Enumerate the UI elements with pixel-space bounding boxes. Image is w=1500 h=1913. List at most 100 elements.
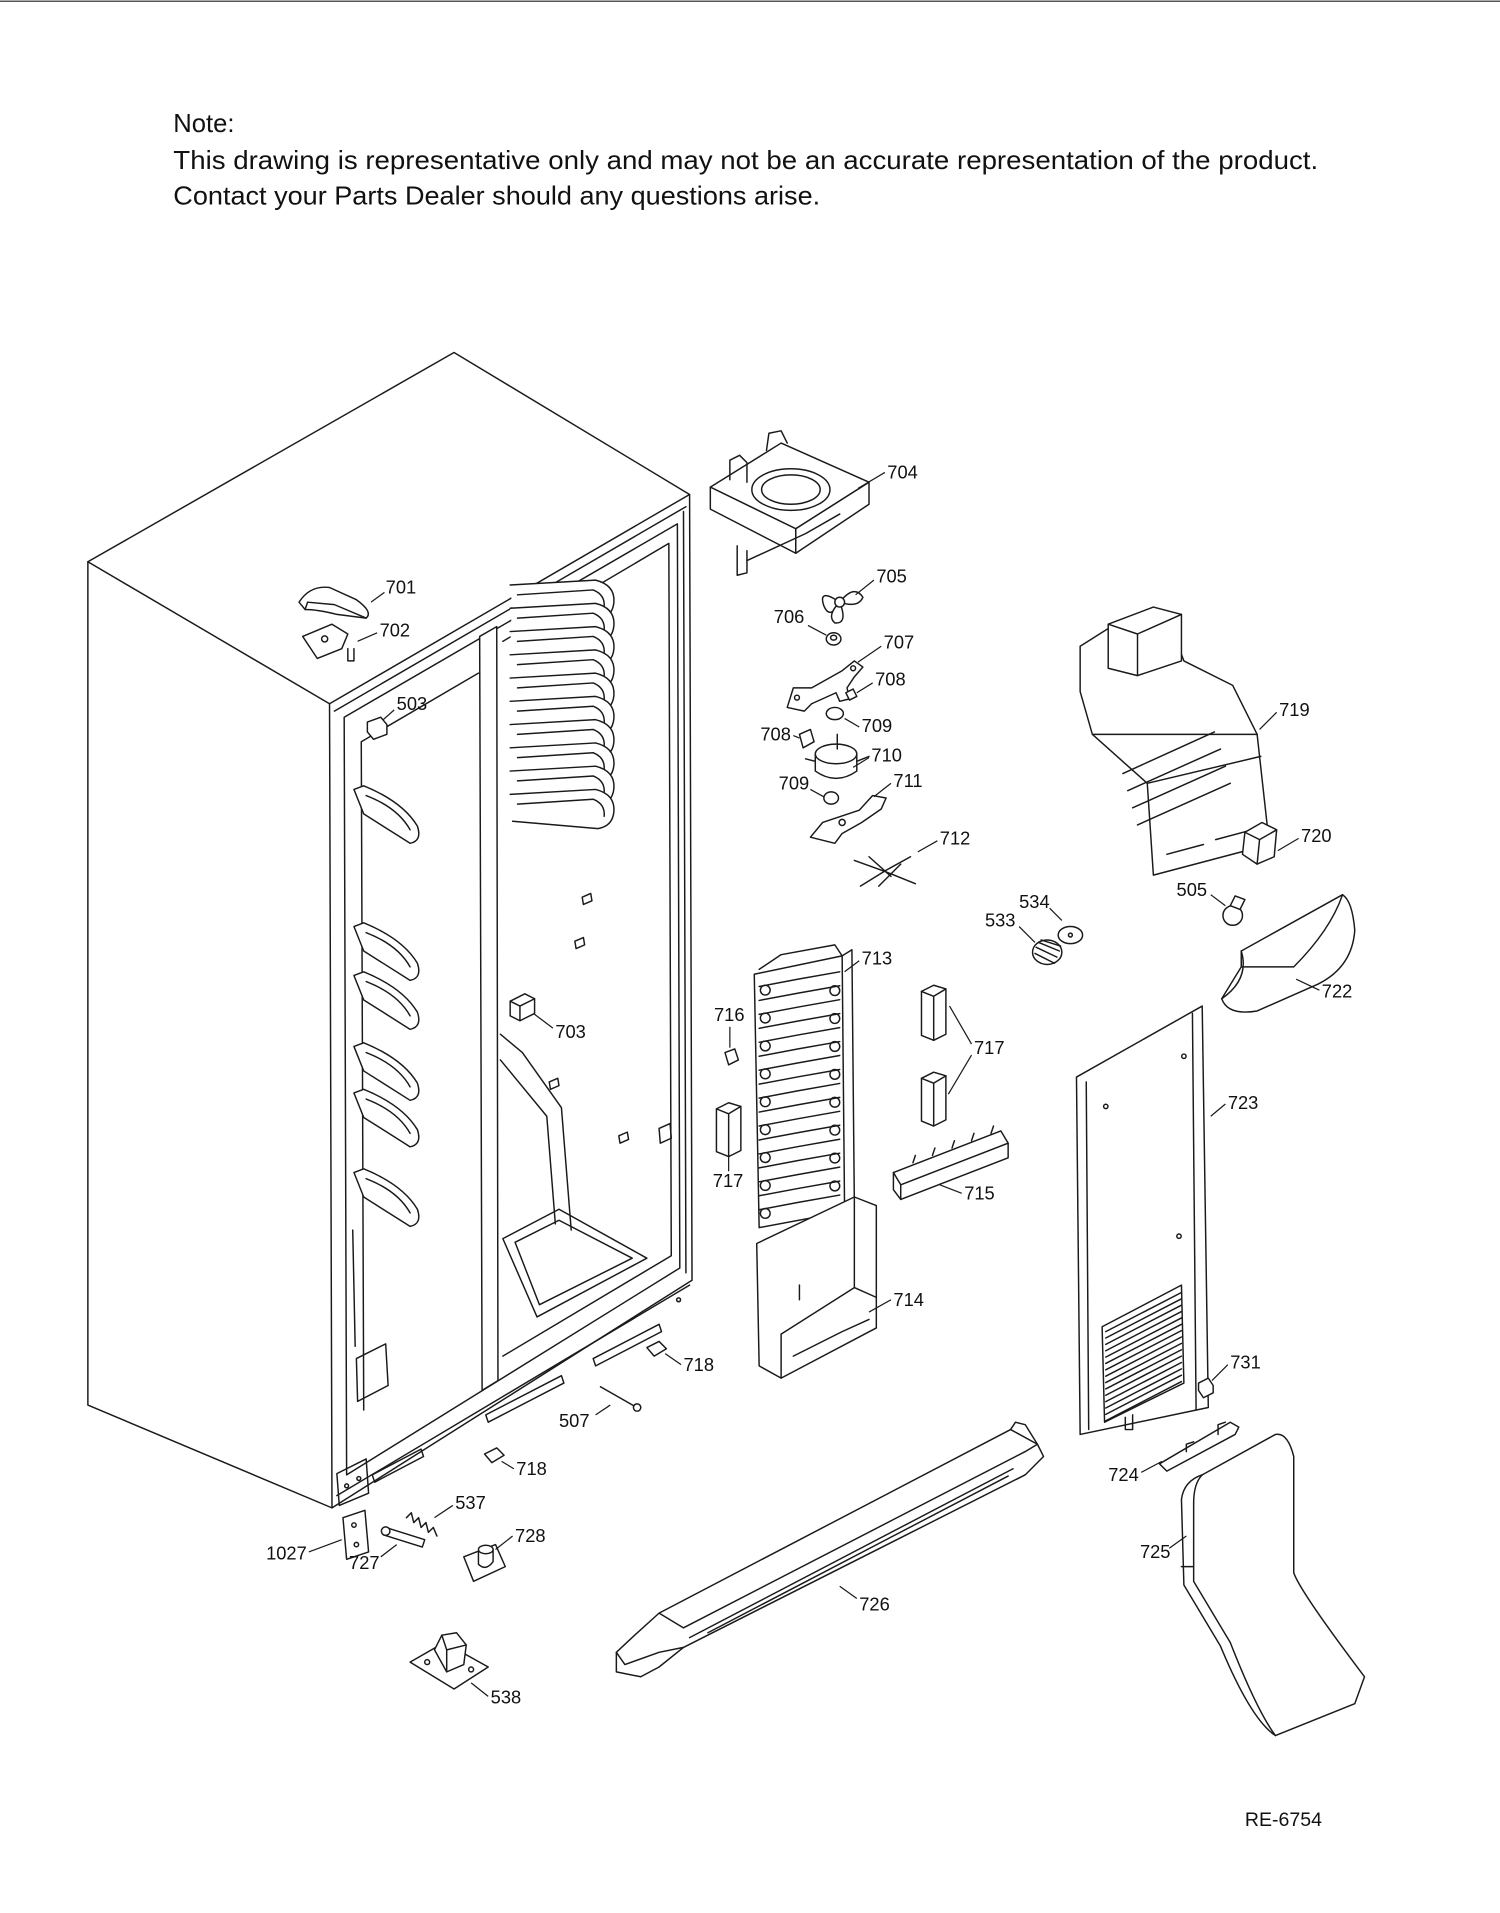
callout-718-upper: 718 <box>683 1354 714 1375</box>
fresh-food-shelf-rail-inner <box>516 635 605 655</box>
leader-line-507 <box>595 1404 611 1416</box>
leader-line-726 <box>839 1585 858 1599</box>
evaporator-fin <box>758 971 841 988</box>
leader-line-706 <box>807 624 827 636</box>
rear-panel-flange <box>1085 1012 1197 1431</box>
rear-panel-louver <box>1105 1298 1183 1339</box>
callout-710: 710 <box>871 744 902 765</box>
leader-line-718-upper <box>664 1353 682 1366</box>
evaporator-fin <box>758 1138 841 1155</box>
shelf-clip-slot-3 <box>548 1077 560 1091</box>
evaporator-fin <box>758 1068 841 1085</box>
callout-722: 722 <box>1322 980 1353 1001</box>
callout-503: 503 <box>397 693 428 714</box>
motor-bracket-hole-2 <box>849 665 857 672</box>
callout-720: 720 <box>1301 825 1332 846</box>
callout-726: 726 <box>859 1594 890 1615</box>
nut-hole <box>829 634 838 641</box>
leader-line-725 <box>1168 1535 1187 1549</box>
callout-709-lower: 709 <box>779 772 810 793</box>
hinge-plate-body <box>342 1509 370 1561</box>
leader-line-727 <box>380 1544 398 1558</box>
evaporator-fin <box>758 1166 841 1183</box>
bottom-hinge-hole-1 <box>424 1658 431 1666</box>
base-grille-top-edge <box>658 1443 1039 1629</box>
part-713-evaporator <box>753 944 856 1229</box>
rear-panel-louver <box>1105 1355 1183 1397</box>
rear-panel-tab <box>1124 1414 1134 1431</box>
rear-panel-louver <box>1105 1349 1183 1390</box>
leader-line-731 <box>1211 1364 1229 1382</box>
part-718-clip-lower <box>483 1447 505 1464</box>
callout-706: 706 <box>774 606 805 627</box>
leader-line-728 <box>495 1535 513 1550</box>
drawing <box>87 351 1366 1737</box>
rear-panel-louver <box>1105 1291 1183 1333</box>
leader-line-717-upper <box>949 1005 973 1045</box>
top-hinge-pin <box>347 647 355 662</box>
part-1027-hinge-plate <box>342 1509 370 1561</box>
heater-tabs <box>912 1125 995 1164</box>
part-537-spring <box>405 1512 438 1537</box>
callout-713: 713 <box>862 947 893 968</box>
hinge-cover-edge <box>304 601 367 619</box>
callout-717-left: 717 <box>713 1170 744 1191</box>
rear-panel-louver <box>1105 1361 1183 1403</box>
leader-line-538 <box>470 1682 489 1697</box>
hinge-pin-head <box>632 1403 642 1412</box>
kickplate-screw-3 <box>675 1297 682 1303</box>
callout-507: 507 <box>559 1410 590 1431</box>
insulation-block-upper-edge <box>920 988 947 1042</box>
insulation-block-lower-edge <box>920 1075 947 1127</box>
evaporator-tube-bend <box>759 1179 771 1192</box>
shroud-flange <box>746 513 841 562</box>
callout-725: 725 <box>1140 1541 1171 1562</box>
evaporator-tube-bend <box>829 1124 841 1136</box>
leader-line-711 <box>873 782 892 798</box>
part-533-vent-grille <box>1031 939 1063 966</box>
freezer-shelf-rail-inner <box>365 931 411 968</box>
hinge-plate-hole-2 <box>353 1541 360 1548</box>
leader-line-701 <box>370 591 385 603</box>
callout-714: 714 <box>893 1289 924 1310</box>
shelf-clip-slot-1 <box>581 892 593 906</box>
fresh-food-shelf-rail <box>509 788 615 830</box>
fresh-food-shelf-rail-inner <box>516 751 605 771</box>
freezer-shelf-rails <box>353 785 420 1228</box>
part-701-hinge-cover <box>298 586 370 619</box>
motor-mount-body <box>809 794 887 845</box>
part-503-clip <box>366 716 388 740</box>
hinge-cover-body <box>298 586 370 619</box>
evaporator-tube-bend <box>829 985 841 997</box>
fresh-food-shelf-rail-inner <box>516 682 605 701</box>
cabinet-outline <box>87 351 693 1509</box>
cabinet-right-flange <box>682 510 687 1274</box>
callout-704: 704 <box>887 462 918 483</box>
freezer-shelf-rail-inner <box>365 1051 411 1088</box>
part-722-light-shield <box>1220 893 1356 1013</box>
motor-top <box>814 743 858 765</box>
leader-line-705 <box>855 579 875 596</box>
evaporator-tube-bend <box>759 984 771 996</box>
part-712-wire-harness <box>853 856 917 887</box>
mounting-bracket-tabs <box>1185 1421 1227 1453</box>
evaporator-fins <box>758 971 841 1219</box>
part-719-air-duct <box>1079 606 1271 876</box>
evaporator-tube-bend <box>829 1012 841 1025</box>
mullion <box>478 625 499 1392</box>
leader-line-719 <box>1259 711 1278 730</box>
callout-labels: 701 702 503 704 705 706 707 708 709 708 … <box>266 462 1352 1708</box>
leader-line-710 <box>852 757 870 768</box>
kickplate <box>336 1458 370 1507</box>
callout-705: 705 <box>876 566 907 587</box>
cabinet-bottom-band <box>336 1284 691 1497</box>
freezer-liner-edge <box>351 1229 356 1348</box>
leader-line-724 <box>1140 1460 1163 1473</box>
part-718-clip-upper <box>646 1340 668 1357</box>
part-703-switch <box>509 993 536 1022</box>
evaporator-fin <box>758 1152 841 1169</box>
part-724-mounting-bracket <box>1158 1421 1240 1472</box>
shroud-mount-leg <box>736 545 748 576</box>
base-grille-end-right <box>1009 1421 1039 1445</box>
rear-panel-hole-1 <box>1102 1103 1109 1110</box>
